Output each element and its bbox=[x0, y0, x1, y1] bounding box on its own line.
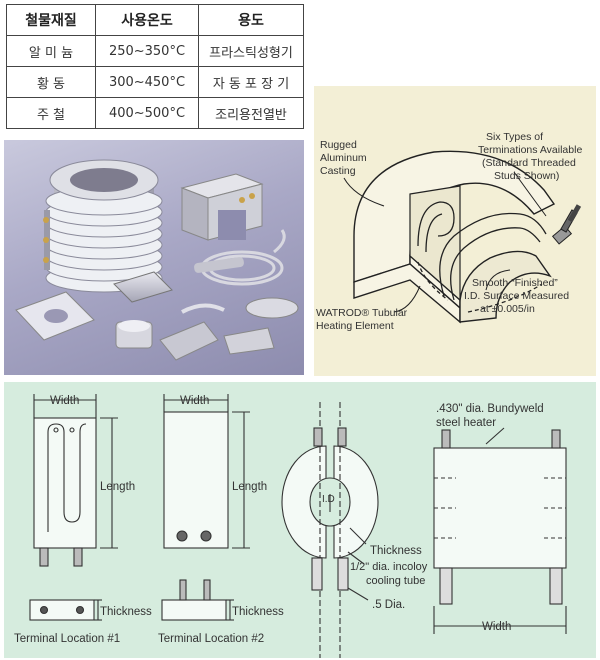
cell-material: 알 미 늄 bbox=[6, 35, 96, 67]
terminal-studs bbox=[551, 204, 582, 245]
watrod-label-1: WATROD® Tubular bbox=[316, 307, 408, 319]
header-usage: 용도 bbox=[198, 4, 304, 36]
smooth-label-3: at ±0.005/in bbox=[480, 303, 535, 315]
rugged-label-1: Rugged bbox=[320, 139, 357, 151]
length-label-1: Length bbox=[100, 481, 135, 493]
watrod-label-2: Heating Element bbox=[316, 320, 394, 332]
dia-label: .5 Dia. bbox=[372, 599, 405, 611]
cell-usage: 자 동 포 장 기 bbox=[198, 66, 304, 98]
tubular-element bbox=[417, 201, 547, 313]
smooth-label-2: I.D. Surface Measured bbox=[464, 290, 569, 302]
u-block-heater bbox=[180, 173, 264, 241]
terminations-label-1: Six Types of bbox=[486, 131, 543, 143]
thickness-label-1: Thickness bbox=[100, 606, 152, 618]
cell-temperature: 300~450°C bbox=[95, 66, 199, 98]
heater-products-illustration bbox=[15, 159, 299, 361]
cutaway-drawing: Rugged Aluminum Casting Six Types of Ter… bbox=[316, 131, 582, 332]
table-header-row: 철물재질 사용온도 용도 bbox=[6, 4, 304, 36]
table-row: 알 미 늄 250~350°C 프라스틱성형기 bbox=[6, 35, 304, 67]
cell-usage: 프라스틱성형기 bbox=[198, 35, 304, 67]
finned-band-heater bbox=[43, 159, 163, 293]
bundyweld-label-2: steel heater bbox=[436, 417, 496, 429]
smooth-label-1: Smooth “Finished” bbox=[472, 277, 558, 289]
terminal-location-2: Terminal Location #2 bbox=[158, 633, 264, 645]
terminations-label-3: (Standard Threaded bbox=[482, 157, 576, 169]
cell-usage: 조리용전열반 bbox=[198, 97, 304, 129]
terminations-label-2: Terminations Available bbox=[478, 144, 582, 156]
cooling-tube-label-1: 1/2" dia. incoloy bbox=[350, 561, 428, 573]
rugged-label-3: Casting bbox=[320, 165, 356, 177]
length-label-2: Length bbox=[232, 481, 267, 493]
rugged-label-2: Aluminum bbox=[320, 152, 367, 164]
cell-temperature: 400~500°C bbox=[95, 97, 199, 129]
bundyweld-label-1: .430" dia. Bundyweld bbox=[436, 403, 544, 415]
header-material: 철물재질 bbox=[6, 4, 96, 36]
thickness-label-2: Thickness bbox=[232, 606, 284, 618]
terminations-label-4: Studs Shown) bbox=[494, 170, 559, 182]
thickness-label-3: Thickness bbox=[370, 545, 422, 557]
flat-plate-heaters bbox=[15, 257, 299, 361]
cooling-tube-label-2: cooling tube bbox=[366, 575, 425, 587]
header-temperature: 사용온도 bbox=[95, 4, 199, 36]
width-label-3: Width bbox=[482, 621, 511, 633]
id-label: I.D bbox=[322, 494, 335, 505]
material-table: 철물재질 사용온도 용도 알 미 늄 250~350°C 프라스틱성형기 황 동… bbox=[6, 4, 304, 129]
cell-material: 황 동 bbox=[6, 66, 96, 98]
cast-heater-cutaway-diagram: Rugged Aluminum Casting Six Types of Ter… bbox=[314, 86, 596, 376]
width-label-2: Width bbox=[180, 395, 209, 407]
dimension-drawings: Width Length Thickness Terminal Location… bbox=[4, 382, 596, 658]
dimension-drawing-svg: Width Length Thickness Terminal Location… bbox=[14, 394, 567, 658]
width-label-1: Width bbox=[50, 395, 79, 407]
cell-temperature: 250~350°C bbox=[95, 35, 199, 67]
product-photo bbox=[4, 140, 304, 375]
table-row: 주 철 400~500°C 조리용전열반 bbox=[6, 97, 304, 129]
terminal-location-1: Terminal Location #1 bbox=[14, 633, 120, 645]
table-row: 황 동 300~450°C 자 동 포 장 기 bbox=[6, 66, 304, 98]
cell-material: 주 철 bbox=[6, 97, 96, 129]
